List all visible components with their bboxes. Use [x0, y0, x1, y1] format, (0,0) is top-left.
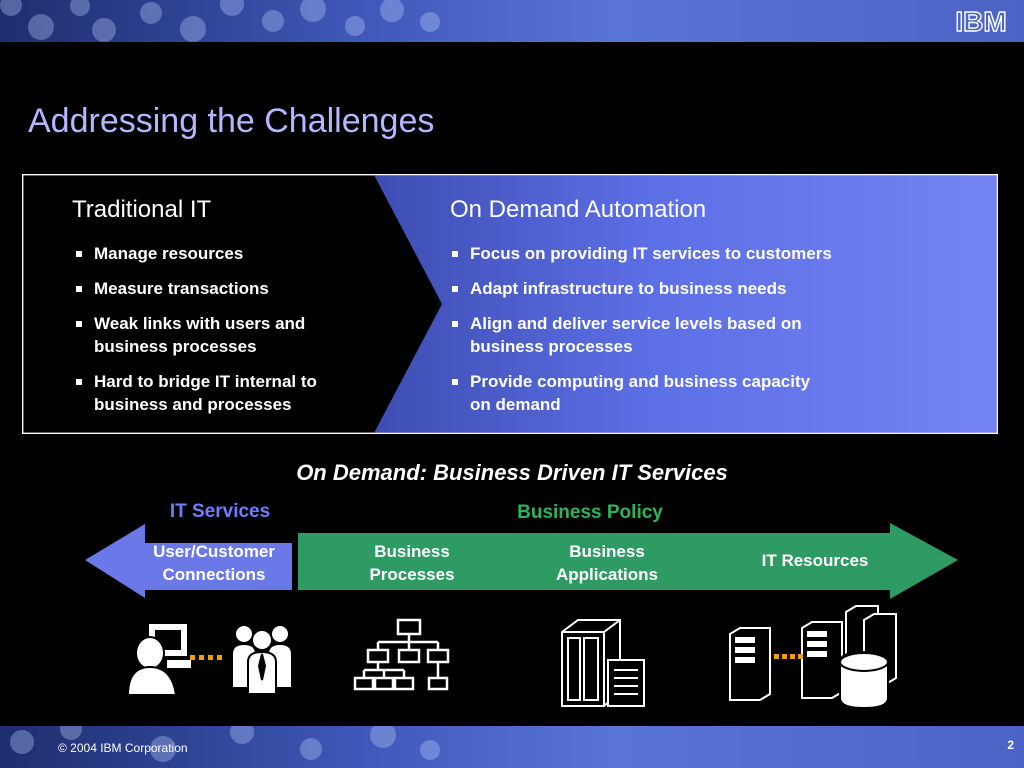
page-title: Addressing the Challenges	[28, 102, 435, 140]
traditional-it-list: Manage resources Measure transactions We…	[74, 242, 374, 428]
subheading: On Demand: Business Driven IT Services	[296, 460, 728, 485]
list-item: Focus on providing IT services to custom…	[450, 242, 970, 265]
on-demand-heading: On Demand Automation	[450, 196, 707, 223]
footer-bar	[0, 726, 1024, 768]
header-bar: IBM	[0, 0, 1024, 42]
people-group-icon	[231, 624, 293, 695]
traditional-it-heading: Traditional IT	[72, 196, 212, 223]
flow-arrow	[85, 523, 958, 599]
it-services-label: IT Services	[169, 501, 271, 522]
server-cluster-icon	[729, 605, 897, 710]
list-item: Align and deliver service levels based o…	[450, 312, 970, 358]
on-demand-list: Focus on providing IT services to custom…	[450, 242, 970, 428]
page-number: 2	[1007, 738, 1014, 752]
copyright-text: © 2004 IBM Corporation	[58, 741, 188, 755]
ibm-logo-text: IBM	[955, 6, 1006, 37]
ibm-logo: IBM	[955, 5, 1008, 37]
comparison-panel: Traditional IT Manage resources Measure …	[22, 174, 998, 434]
it-services-arrow	[85, 524, 292, 598]
business-policy-arrow	[298, 523, 958, 599]
server-document-icon	[561, 619, 645, 707]
user-computer-icon	[126, 622, 222, 696]
it-resources-label: IT Resources	[761, 551, 869, 570]
list-item: Adapt infrastructure to business needs	[450, 277, 970, 300]
org-chart-icon	[353, 618, 450, 691]
list-item: Manage resources	[74, 242, 374, 265]
panel-background	[22, 174, 998, 434]
list-item: Measure transactions	[74, 277, 374, 300]
business-policy-label: Business Policy	[517, 502, 663, 523]
